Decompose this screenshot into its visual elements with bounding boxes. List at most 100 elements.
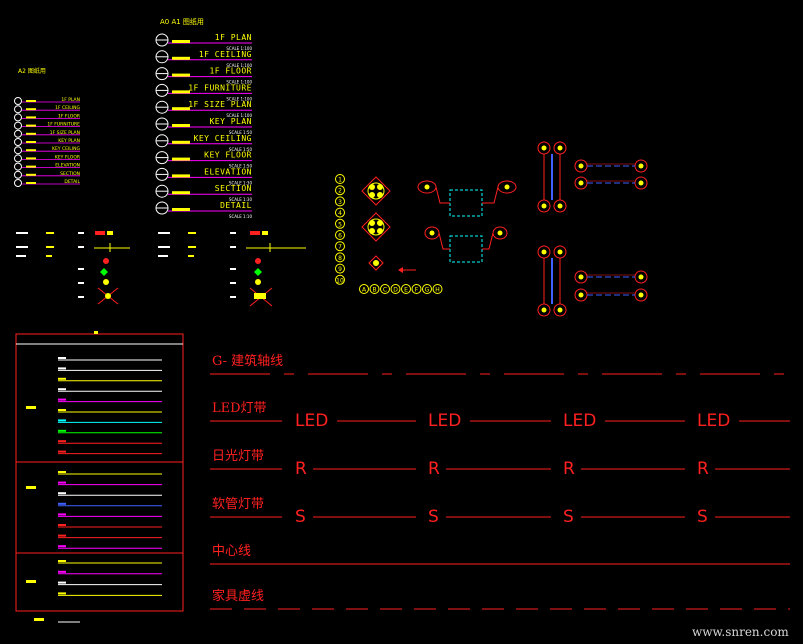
linetype-pattern-text: S: [563, 507, 574, 527]
view-scale: SCALE 1:50: [229, 147, 253, 152]
view-scale: SCALE 1:10: [229, 214, 253, 219]
view-title: DETAIL: [220, 201, 252, 210]
linetype-pattern-text: LED: [428, 411, 461, 431]
title-row: DETAIL SCALE 1:10: [155, 201, 253, 219]
linetype-label: 家具虚线: [212, 588, 264, 604]
grid-bubble: [335, 230, 345, 240]
grid-letter: E: [404, 287, 408, 294]
view-scale: SCALE 1:100: [226, 96, 252, 101]
linetype-pattern-text: LED: [563, 411, 596, 431]
view-title: 1F CEILING: [199, 50, 252, 59]
grid-number: 2: [338, 188, 342, 195]
title-row: ELEVATION: [14, 162, 80, 171]
title-row: 1F CEILING: [14, 105, 81, 114]
view-title: 1F FURNITURE: [47, 122, 80, 128]
linetype-pattern-text: R: [295, 459, 307, 479]
linetype-label: G- 建筑轴线: [212, 353, 283, 369]
grid-bubble: [401, 284, 411, 294]
grid-bubble: [335, 174, 345, 184]
grid-bubble: [335, 252, 345, 263]
view-scale: SCALE 1:100: [226, 113, 252, 118]
linetype-pattern-text: R: [428, 459, 440, 479]
linetype-pattern-text: S: [697, 507, 708, 527]
section-symbols: [417, 180, 517, 263]
grid-number-column: 1 2 3 4 5 6 7 8 9 10: [335, 174, 345, 285]
view-title: KEY FLOOR: [55, 154, 80, 160]
view-title: ELEVATION: [204, 167, 252, 176]
view-title: 1F FLOOR: [209, 67, 252, 76]
grid-letter: B: [372, 287, 376, 294]
view-title: 1F PLAN: [61, 97, 80, 103]
view-title: 1F FURNITURE: [188, 83, 252, 92]
grid-bubble: [411, 284, 422, 294]
title-row: 1F SIZE PLAN: [14, 129, 80, 138]
view-title: DETAIL: [64, 179, 80, 185]
grid-number: 4: [338, 210, 342, 217]
view-title: SECTION: [60, 171, 80, 177]
linetype-pattern-text: S: [295, 507, 306, 527]
view-title: 1F FLOOR: [58, 113, 80, 119]
title-row: KEY CEILING SCALE 1:50: [155, 134, 253, 152]
symbol-legend-right: [158, 231, 306, 307]
linetype-label: 日光灯带: [212, 449, 264, 464]
view-title: 1F CEILING: [55, 105, 80, 111]
linetype-row: 中心线: [210, 544, 790, 565]
linetype-pattern-text: R: [697, 459, 709, 479]
grid-number: 10: [336, 277, 344, 284]
grid-letter: G: [425, 287, 430, 294]
title-row: KEY FLOOR: [14, 154, 80, 163]
view-scale: SCALE 1:100: [226, 46, 252, 51]
grid-bubble: [390, 284, 401, 294]
a2-title-list: 1F PLAN 1F CEILING 1F FLOOR 1F FURNITURE 1F …: [14, 97, 81, 187]
grid-number: 9: [338, 266, 342, 273]
grid-number: 7: [338, 244, 342, 251]
title-row: KEY PLAN: [14, 138, 80, 146]
title-row: KEY CEILING: [14, 146, 81, 155]
linetype-label: 软管灯带: [212, 497, 264, 512]
view-scale: SCALE 1:30: [229, 197, 253, 202]
view-title: ELEVATION: [55, 163, 80, 169]
grid-number: 6: [338, 233, 342, 240]
grid-number: 1: [338, 177, 342, 184]
watermark: www.snren.com: [692, 625, 789, 639]
view-title: SECTION: [215, 184, 252, 193]
arrow-head-icon: [398, 267, 403, 273]
view-title: KEY CEILING: [194, 134, 252, 143]
grid-bubble: [369, 284, 380, 294]
view-title: 1F PLAN: [215, 33, 252, 42]
view-title: 1F SIZE PLAN: [188, 100, 252, 109]
view-scale: SCALE 1:30: [229, 180, 253, 185]
grid-letter: A: [362, 287, 367, 294]
title-row: 1F FURNITURE SCALE 1:100: [155, 83, 252, 101]
linetype-pattern-text: LED: [697, 411, 730, 431]
title-row: 1F FLOOR: [14, 113, 80, 122]
grid-number: 3: [338, 199, 342, 206]
grid-number: 5: [338, 221, 342, 228]
grid-bubble: [359, 284, 369, 294]
grid-letter: D: [393, 287, 398, 294]
detail-symbol-clusters: [537, 141, 648, 317]
grid-bubble: [432, 284, 443, 294]
view-title: KEY CEILING: [52, 146, 80, 152]
view-scale: SCALE 1:50: [229, 130, 253, 135]
linetype-label: LED灯带: [212, 401, 267, 416]
grid-bubble: [335, 274, 345, 285]
grid-number: 8: [338, 255, 342, 262]
title-row: 1F CEILING SCALE 1:100: [155, 50, 252, 68]
linetype-pattern-text: S: [428, 507, 439, 527]
elevation-symbols: [361, 176, 391, 271]
view-scale: SCALE 1:100: [226, 63, 252, 68]
view-title: KEY FLOOR: [204, 151, 252, 160]
grid-bubble: [422, 284, 432, 294]
grid-bubble: [335, 185, 345, 196]
title-row: SECTION: [14, 170, 80, 179]
view-title: 1F SIZE PLAN: [50, 130, 80, 136]
